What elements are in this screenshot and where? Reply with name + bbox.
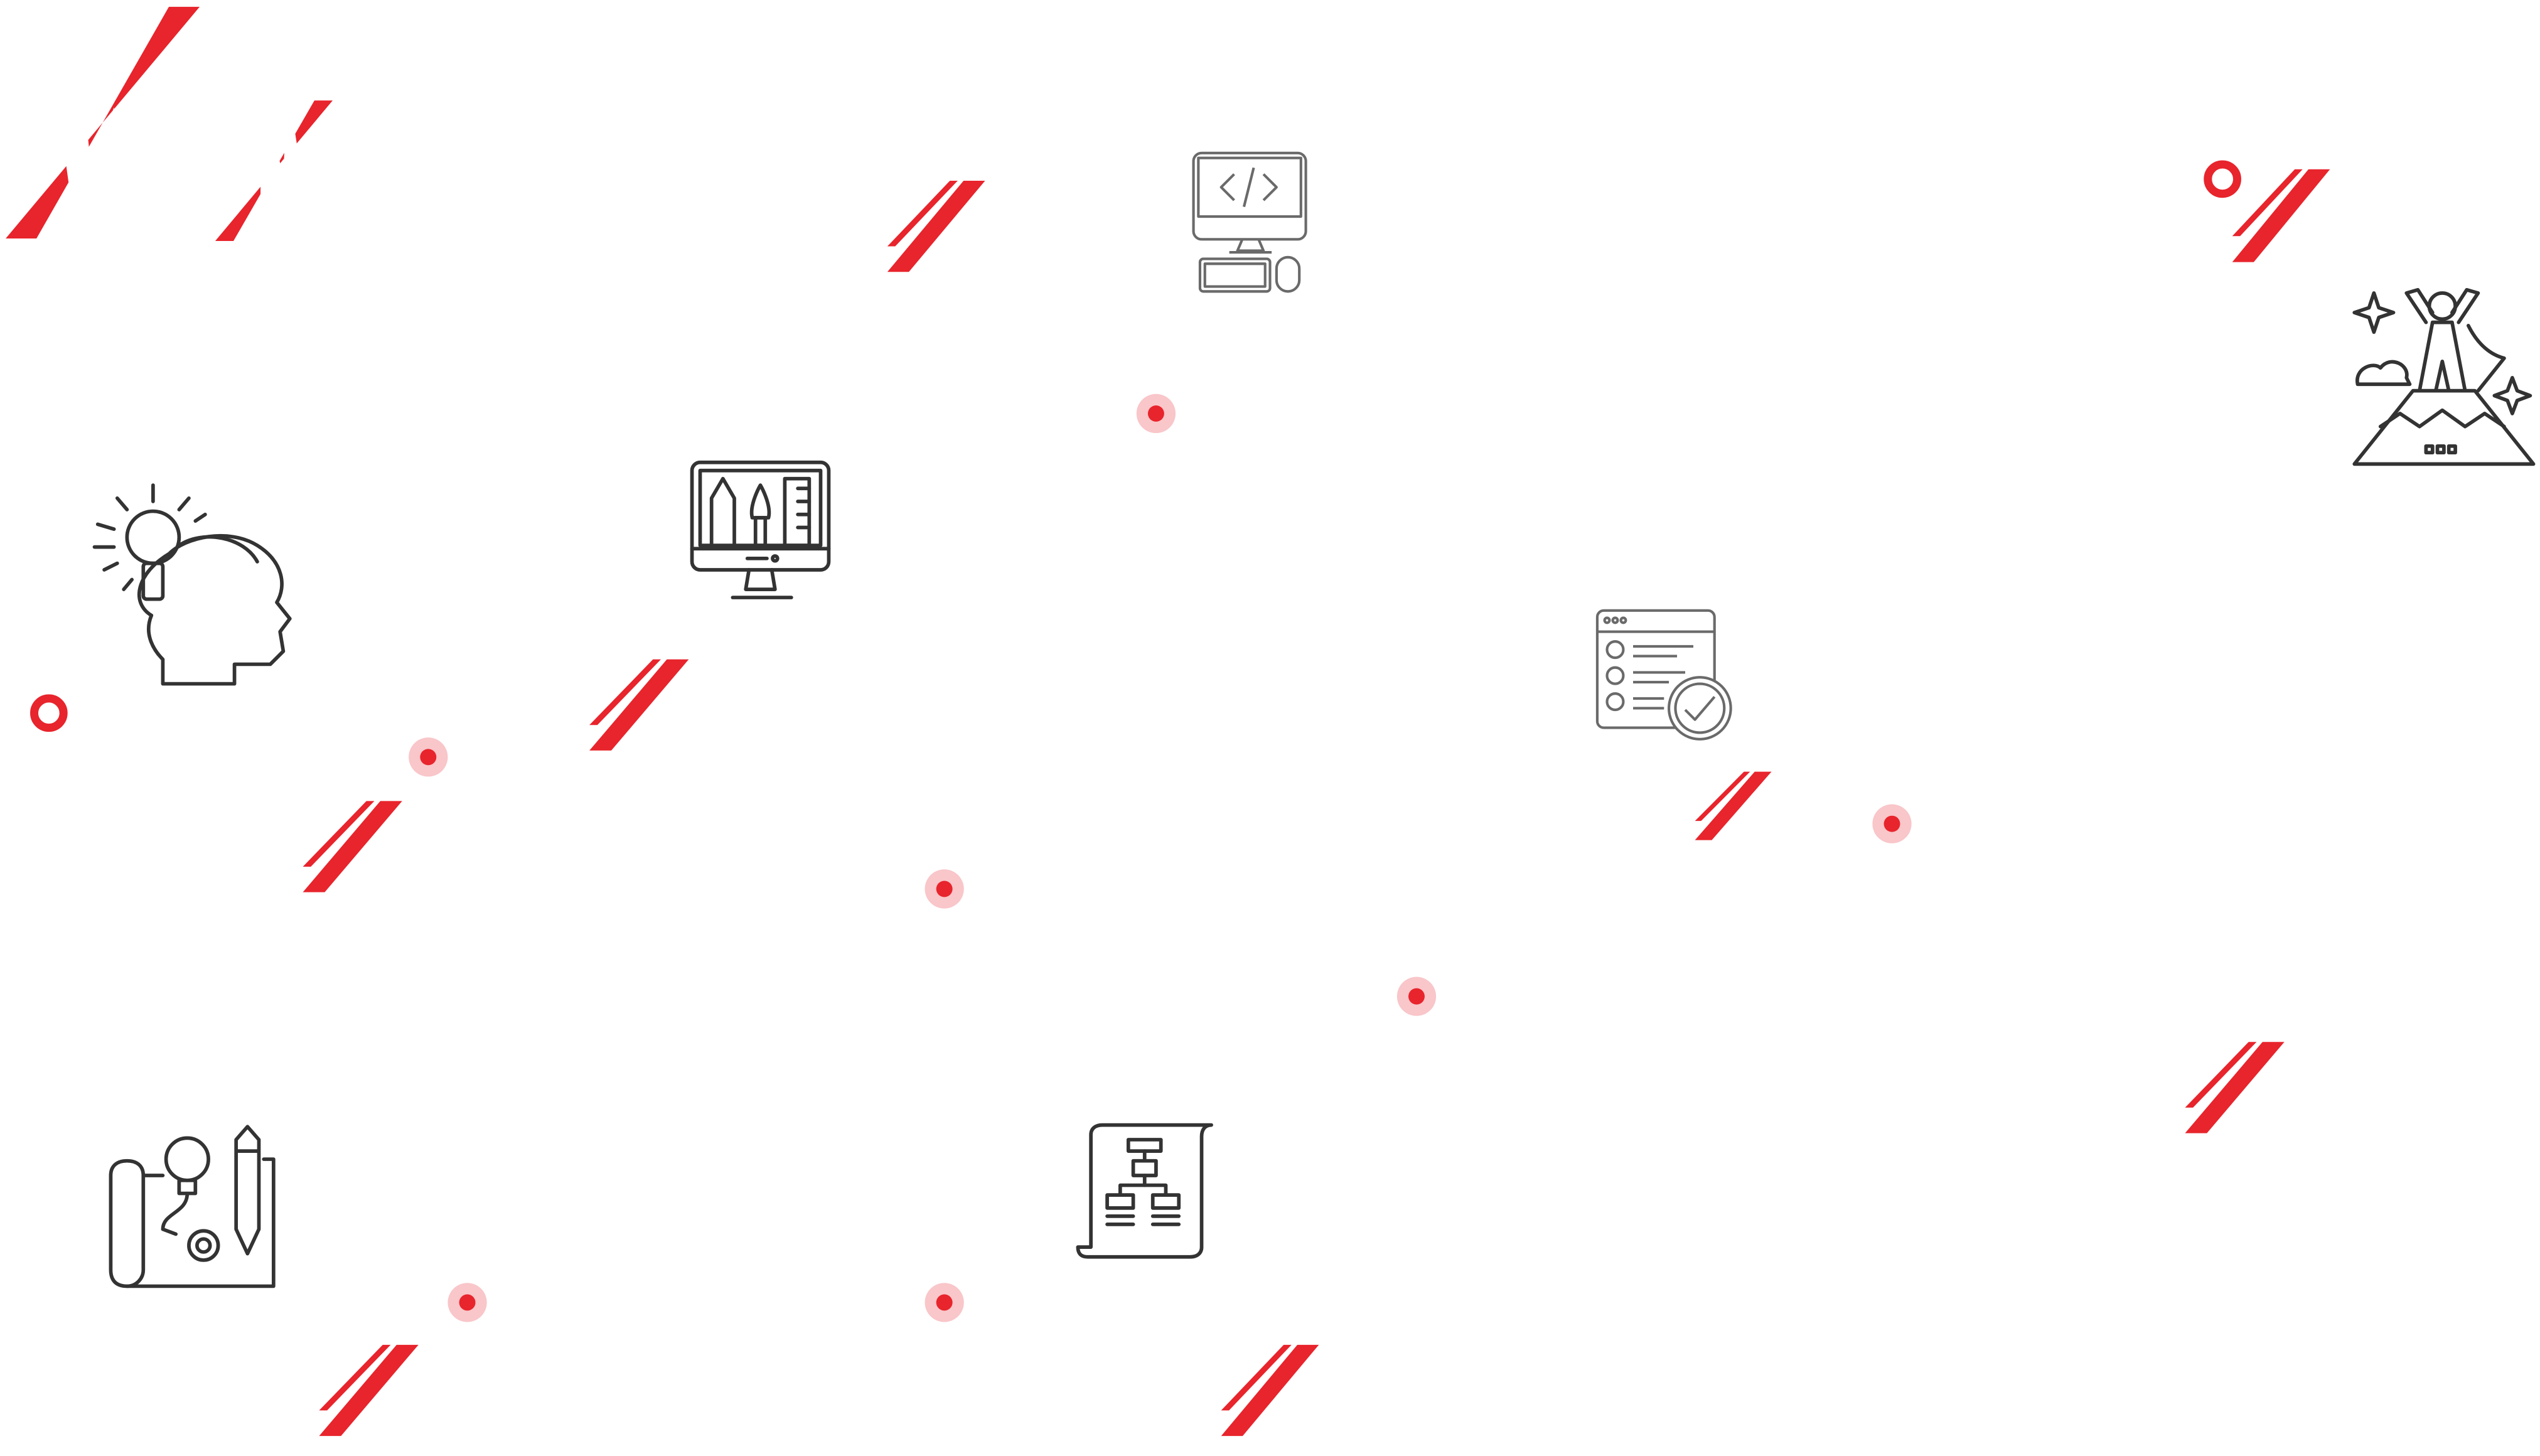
dot-marker — [1136, 393, 1176, 434]
dot-marker — [1396, 977, 1437, 1016]
double-stripe — [1221, 1344, 1319, 1437]
blueprint-icon — [109, 1125, 276, 1288]
idea-head-icon — [92, 483, 292, 686]
dot-marker — [924, 869, 964, 909]
flowchart-scroll-icon — [1076, 1123, 1213, 1259]
code-monitor-icon — [1192, 151, 1307, 293]
dot-marker — [924, 1283, 964, 1322]
double-stripe — [2232, 169, 2330, 262]
checklist-icon — [1595, 609, 1732, 741]
double-stripe — [2185, 1042, 2285, 1133]
double-stripe — [319, 1344, 419, 1437]
ring-marker — [30, 694, 68, 732]
design-monitor-icon — [690, 460, 831, 599]
large-stripe-right — [215, 100, 333, 241]
ring-marker — [2204, 160, 2241, 198]
double-stripe — [303, 801, 402, 892]
double-stripe — [1695, 771, 1772, 840]
dot-marker — [1872, 804, 1912, 843]
double-stripe — [589, 659, 689, 751]
dot-marker — [447, 1283, 487, 1322]
achievement-mountain-icon — [2352, 287, 2536, 466]
dot-marker — [409, 737, 448, 777]
large-stripe-left — [6, 6, 200, 239]
double-stripe — [887, 180, 985, 272]
